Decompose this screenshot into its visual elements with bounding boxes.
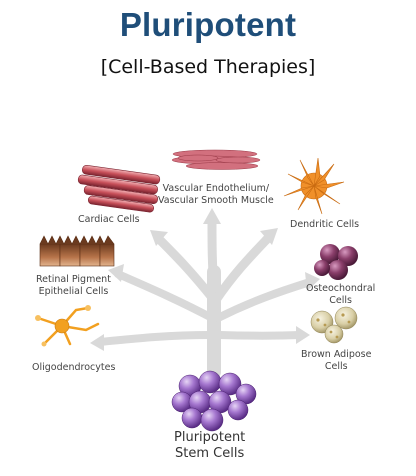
dendritic-cell-image — [283, 157, 345, 215]
adipose-label: Brown Adipose Cells — [301, 349, 371, 373]
arrowhead-dendritic — [260, 228, 278, 245]
stem-label-line2: Stem Cells — [175, 446, 245, 461]
osteochondral-cells-image — [314, 244, 358, 280]
arrowhead-cardiac — [150, 230, 168, 246]
dendritic-label-line1: Dendritic Cells — [290, 219, 360, 230]
oligo-label-line1: Oligodendrocytes — [32, 362, 116, 373]
arrowhead-oligo — [90, 334, 104, 351]
retinal-label-line2: Epithelial Cells — [38, 286, 109, 297]
arrow-to-osteo — [214, 278, 314, 322]
arrow-heads — [90, 208, 320, 351]
arrowhead-vascular — [203, 208, 221, 224]
cardiac-label-line1: Cardiac Cells — [78, 214, 140, 225]
adipose-cells-image — [310, 306, 358, 344]
oligodendrocyte-image — [35, 305, 100, 347]
arrowhead-osteo — [305, 272, 320, 291]
dendritic-cells-label: Dendritic Cells — [290, 219, 359, 231]
arrow-to-adipose — [216, 331, 304, 340]
adipose-label-line1: Brown Adipose — [301, 349, 372, 360]
arrow-to-retinal — [114, 270, 216, 322]
cardiac-cells-label: Cardiac Cells — [78, 214, 140, 226]
arrowhead-adipose — [296, 326, 310, 344]
adipose-label-line2: Cells — [324, 361, 348, 372]
stem-label-line1: Pluripotent — [174, 430, 246, 445]
osteochondral-label: Osteochondral Cells — [306, 283, 375, 307]
vascular-label: Vascular Endothelium/ Vascular Smooth Mu… — [158, 183, 274, 207]
stem-cells-label: Pluripotent Stem Cells — [174, 430, 245, 462]
vascular-label-line1: Vascular Endothelium/ — [162, 183, 270, 194]
vascular-cells-image — [171, 149, 261, 170]
retinal-label: Retinal Pigment Epithelial Cells — [36, 274, 111, 298]
page-subtitle: [Cell-Based Therapies] — [100, 56, 316, 78]
oligodendrocytes-label: Oligodendrocytes — [32, 362, 115, 374]
retinal-cells-image — [39, 235, 115, 267]
arrow-to-dendritic — [211, 231, 275, 305]
cardiac-cells-image — [77, 164, 161, 213]
page-title: Pluripotent — [119, 6, 297, 43]
osteo-label-line1: Osteochondral — [306, 283, 376, 294]
arrow-tree — [96, 215, 314, 379]
arrow-to-cardiac — [153, 233, 219, 305]
arrow-to-oligo — [96, 331, 214, 346]
arrow-to-vascular — [207, 215, 219, 295]
stem-cells-image — [171, 370, 257, 432]
retinal-label-line1: Retinal Pigment — [36, 274, 111, 285]
osteo-label-line2: Cells — [329, 295, 352, 306]
vascular-label-line2: Vascular Smooth Muscle — [158, 195, 274, 206]
arrowhead-retinal — [108, 264, 124, 282]
